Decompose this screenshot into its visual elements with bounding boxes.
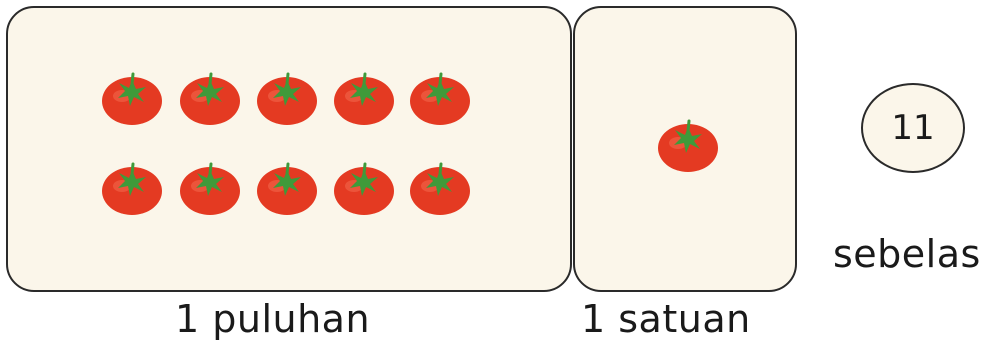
tomato-icon	[408, 70, 472, 130]
tomato-icon	[100, 70, 164, 130]
tomato-icon	[408, 160, 472, 220]
tomato-icon	[100, 160, 164, 220]
tomato-icon	[178, 70, 242, 130]
tomato-icon	[332, 160, 396, 220]
ones-label: 1 satuan	[581, 297, 751, 341]
tomato-icon	[255, 160, 319, 220]
tens-label: 1 puluhan	[175, 297, 371, 341]
number-word: sebelas	[833, 232, 981, 276]
tens-box	[6, 6, 572, 292]
number-circle: 11	[861, 83, 965, 173]
tomato-icon	[178, 160, 242, 220]
tomato-icon	[255, 70, 319, 130]
tomato-icon	[332, 70, 396, 130]
tomato-icon	[656, 117, 720, 177]
number-value: 11	[891, 108, 935, 148]
